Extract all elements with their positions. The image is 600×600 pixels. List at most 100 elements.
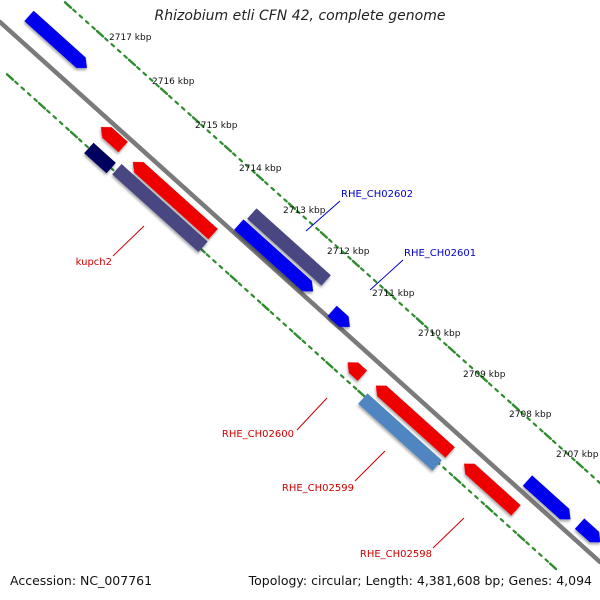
tick-dot [352,385,358,391]
tick-dot [532,422,538,427]
tick-label: 2714 kbp [239,164,282,174]
tick-dot [404,307,410,312]
tick-dot [480,500,486,506]
tick-label: 2708 kbp [509,410,552,420]
tick-dot [551,439,557,445]
tick-dot [84,20,90,25]
tick-dot [543,432,552,440]
tick-dot [288,328,294,333]
forward-gene-arrow [327,305,350,328]
tick-dot [453,476,462,484]
tick-dot [548,562,558,571]
gene-shape [234,219,314,292]
tick-dot [415,317,425,326]
tick-dot [212,135,218,140]
tick-dot [148,77,154,82]
gene-shape [247,208,331,286]
gene-label: RHE_CH02599 [282,483,354,494]
tick-dot [218,264,224,270]
tick-dot [264,181,269,186]
gene-label-leader [305,200,341,232]
gene-block [112,163,208,253]
tick-dot [516,533,526,542]
tick-dot [110,43,116,48]
tick-dot [65,126,70,131]
tick-dot [315,226,320,232]
gene-shape [463,463,521,516]
tick-dot [320,356,326,362]
tick-dot [232,152,237,157]
tick-dot [238,158,244,163]
tick-dot [525,541,530,546]
tick-dot [78,14,84,19]
tick-dot [340,249,346,255]
tick-dot [301,339,307,344]
gene-shape [574,518,600,543]
tick-dot [447,345,457,354]
tick-label: 2715 kbp [195,121,238,131]
tick-dot [104,37,109,42]
tick-dot [72,8,77,13]
tick-label: 2711 kbp [372,289,415,299]
gene-block [358,393,442,471]
tick-dot [283,198,288,203]
tick-dot [339,374,345,379]
tick-dot [347,255,352,261]
tick-dot [159,87,169,96]
tick-label: 2717 kbp [109,33,152,43]
tick-dot [127,58,137,67]
tick-dot [487,382,493,387]
tick-dot [20,86,26,91]
reverse-gene-arrow [132,161,218,240]
tick-dot [423,324,429,330]
tick-dot [351,259,361,268]
tick-dot [308,221,314,226]
tick-dot [136,66,141,71]
tick-dot [287,202,297,211]
tick-dot [187,112,192,117]
gene-shape [132,161,218,240]
tick-dot [379,284,384,289]
gene-label: kupch2 [76,257,112,268]
gene-label-leader [296,397,328,431]
reverse-gene-arrow [375,385,455,458]
tick-dot [506,523,511,529]
tick-dot [219,140,224,146]
tick-dot [244,163,250,169]
tick-dot [590,474,595,479]
tick-dot [391,295,397,301]
tick-dot [372,278,378,284]
gene-labels: RHE_CH02602RHE_CH02601kupch2RHE_CH02600R… [76,189,476,560]
genome-summary-text: Topology: circular; Length: 4,381,608 bp… [248,573,592,588]
tick-dot [539,428,544,433]
gene-label: RHE_CH02600 [222,429,294,440]
gene-shape [327,305,350,328]
tick-dot [269,310,275,316]
gene-label-leader [354,450,386,482]
tick-dot [116,48,122,54]
tick-dot [276,192,282,197]
tick-dot [411,313,416,318]
tick-dot [493,512,498,517]
tick-dot [191,116,201,124]
tick-dot [77,138,83,143]
tick-dot [37,101,47,110]
tick-dot [63,1,73,9]
gene-label-leader [369,259,404,291]
tick-dot [224,270,230,275]
tick-dot [46,109,51,114]
tick-dot [512,529,518,534]
tick-dot [212,259,217,264]
genome-backbone [0,19,600,565]
forward-gene-arrow [574,518,600,543]
tick-dot [244,287,249,293]
tick-dot [455,353,461,358]
tick-dot [270,186,275,192]
reverse-gene-arrow [463,463,521,516]
tick-dot [398,301,403,307]
accession-text: Accession: NC_007761 [10,573,153,588]
tick-dot [468,364,474,370]
tick-dot [282,322,288,327]
tick-dot [142,71,148,77]
